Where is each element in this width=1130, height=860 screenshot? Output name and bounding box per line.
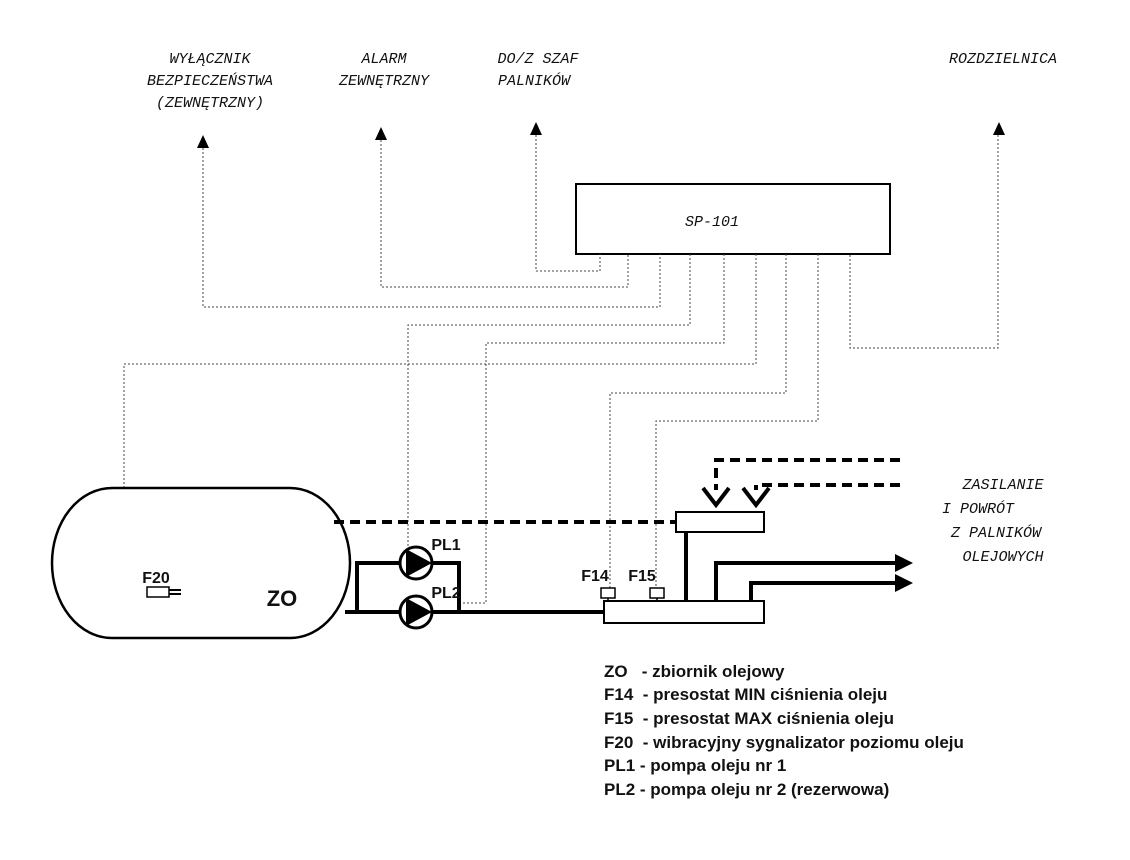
f15-label: F15	[628, 568, 656, 585]
legend-item: F15 - presostat MAX ciśnienia oleju	[604, 709, 894, 728]
label-switchboard: ROZDZIELNICA	[949, 51, 1057, 68]
return-header	[675, 511, 765, 533]
label-safety-switch: WYŁĄCZNIK BEZPIECZEŃSTWA (ZEWNĘTRZNY)	[147, 51, 273, 112]
pipe-pump1-outlet	[432, 561, 461, 612]
tank-label: ZO	[267, 586, 298, 611]
label-supply-return-line-1: ZASILANIE	[961, 477, 1044, 494]
f15-sensor	[649, 587, 665, 599]
legend-item: PL2 - pompa oleju nr 2 (rezerwowa)	[604, 780, 889, 799]
supply-dashed-line-1	[714, 458, 900, 490]
arrow-up-icon	[197, 135, 209, 148]
pipe-supply-out-2	[749, 581, 898, 601]
label-burner-cabinets-line-1: DO/Z SZAF	[497, 51, 579, 68]
controller-sp101-label: SP-101	[685, 214, 739, 231]
wire-alarm	[380, 140, 629, 288]
wire-f20	[123, 254, 757, 593]
signal-wires	[123, 135, 999, 604]
label-safety-switch-line-2: BEZPIECZEŃSTWA	[147, 72, 273, 90]
wire-switchboard	[849, 135, 999, 349]
f14-sensor	[600, 587, 616, 599]
pump-pl1	[398, 545, 434, 581]
pipe-pump1-inlet	[355, 561, 400, 612]
label-switchboard-line-1: ROZDZIELNICA	[949, 51, 1057, 68]
wire-pump1	[407, 254, 691, 550]
arrow-right-icon	[895, 574, 913, 592]
legend-item: F14 - presostat MIN ciśnienia oleju	[604, 685, 887, 704]
legend-item: PL1 - pompa oleju nr 1	[604, 756, 786, 775]
label-alarm-line-2: ZEWNĘTRZNY	[338, 73, 430, 90]
pump-icon	[406, 549, 432, 577]
label-safety-switch-line-1: WYŁĄCZNIK	[169, 51, 251, 68]
pump-piping	[345, 532, 898, 614]
label-supply-return-line-4: OLEJOWYCH	[962, 549, 1043, 566]
label-supply-return-line-2: I POWRÓT	[942, 500, 1015, 518]
chevron-down-icon	[741, 486, 771, 509]
f14-label: F14	[581, 568, 609, 585]
pump-pl1-label: PL1	[431, 537, 460, 554]
wire-burner-cabinets	[535, 135, 601, 272]
controller-sp101-box	[575, 183, 891, 255]
supply-dashed-line-2	[754, 483, 900, 490]
f20-label: F20	[142, 570, 170, 587]
label-burner-cabinets-line-2: PALNIKÓW	[498, 72, 572, 90]
label-burner-cabinets: DO/Z SZAF PALNIKÓW	[497, 51, 579, 90]
pipe-supply-out-1	[714, 561, 898, 601]
pump-pl2	[398, 594, 434, 630]
arrow-right-icon	[895, 554, 913, 572]
label-safety-switch-line-3: (ZEWNĘTRZNY)	[156, 95, 264, 112]
chevron-down-icon	[701, 486, 731, 509]
arrow-up-icon	[375, 127, 387, 140]
arrow-up-icon	[530, 122, 542, 135]
legend-item: ZO - zbiornik olejowy	[604, 662, 785, 681]
f20-sensor	[146, 586, 170, 598]
pump-pl2-label: PL2	[431, 585, 460, 602]
oil-tank	[50, 486, 352, 640]
arrow-up-icon	[993, 122, 1005, 135]
legend: ZO - zbiornik olejowy F14 - presostat MI…	[604, 662, 964, 799]
label-supply-return-line-3: Z PALNIKÓW	[950, 524, 1043, 542]
label-supply-return: ZASILANIE I POWRÓT Z PALNIKÓW OLEJOWYCH	[942, 477, 1045, 566]
supply-header	[603, 600, 765, 624]
pump-icon	[406, 598, 432, 626]
legend-item: F20 - wibracyjny sygnalizator poziomu ol…	[604, 733, 964, 752]
wire-f14	[609, 254, 787, 588]
label-alarm-line-1: ALARM	[360, 51, 407, 68]
wire-f15	[655, 254, 819, 588]
label-alarm: ALARM ZEWNĘTRZNY	[338, 51, 430, 90]
